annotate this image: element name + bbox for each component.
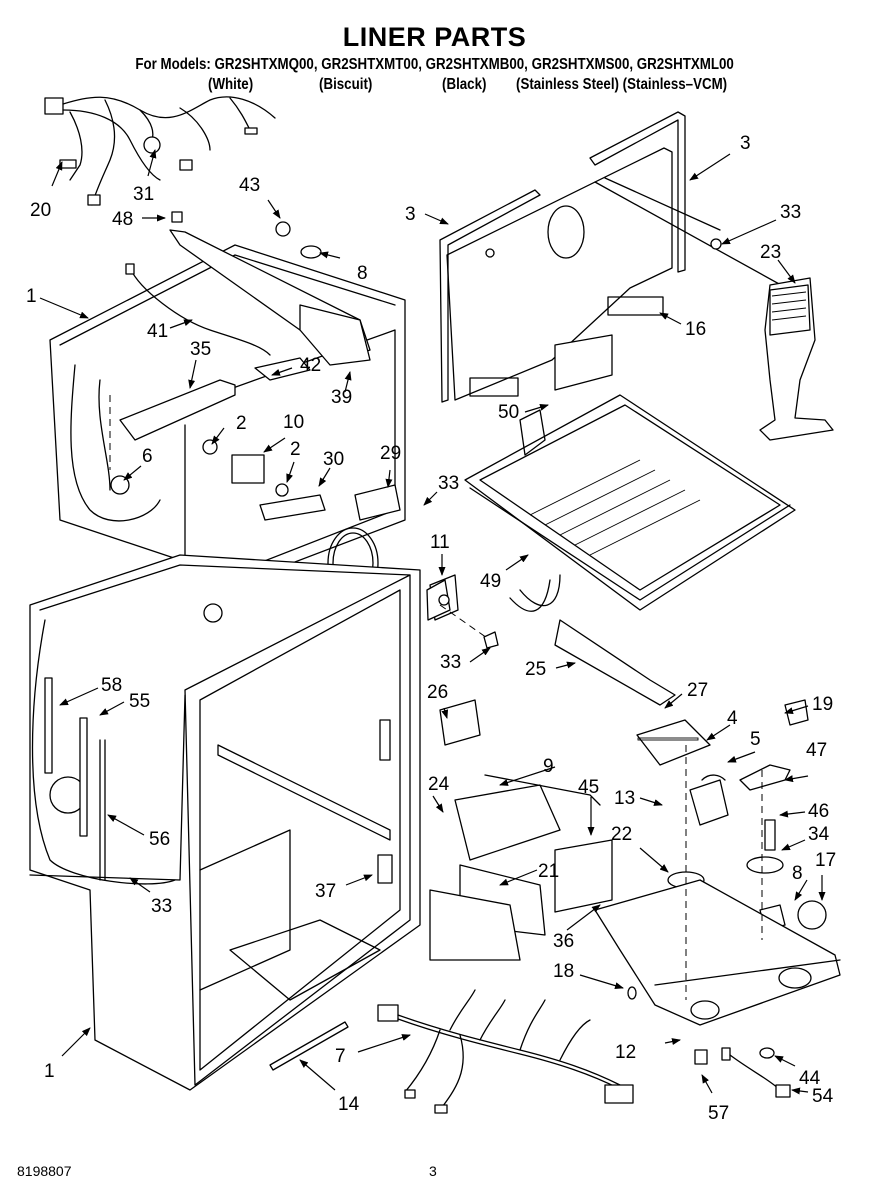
- lower-liner: [29, 554, 421, 1091]
- callout-37: 37: [315, 881, 337, 902]
- page-title: LINER PARTS: [342, 22, 527, 52]
- callout-29: 29: [380, 443, 402, 464]
- callout-8-bottom: 8: [792, 863, 803, 884]
- document-number: 8198807: [17, 1163, 72, 1179]
- callout-27: 27: [687, 680, 709, 701]
- color-biscuit: (Biscuit): [319, 76, 373, 93]
- callout-16: 16: [685, 319, 707, 340]
- callout-43: 43: [239, 175, 261, 196]
- callout-35: 35: [190, 339, 212, 360]
- callout-50: 50: [498, 402, 520, 423]
- callout-39: 39: [331, 387, 353, 408]
- callout-3-right: 3: [740, 133, 751, 154]
- page-number: 3: [429, 1163, 437, 1179]
- shelf-49: [464, 394, 796, 611]
- callout-4: 4: [727, 708, 738, 729]
- callout-34: 34: [808, 824, 830, 845]
- callout-46: 46: [808, 801, 830, 822]
- callout-14: 14: [338, 1094, 360, 1115]
- callout-10: 10: [283, 412, 305, 433]
- upper-liner: [49, 244, 406, 601]
- callout-7: 7: [335, 1046, 346, 1067]
- air-tower-23: [710, 238, 834, 441]
- callout-2-left: 2: [236, 413, 247, 434]
- callout-17: 17: [815, 850, 837, 871]
- color-black: (Black): [442, 76, 487, 93]
- callout-2-right: 2: [290, 439, 301, 460]
- callout-31: 31: [133, 184, 155, 205]
- callout-13: 13: [614, 788, 636, 809]
- callout-45: 45: [578, 777, 600, 798]
- callout-48: 48: [112, 209, 134, 230]
- callout-25: 25: [525, 659, 547, 680]
- fan-blade-11: [426, 579, 499, 649]
- callout-36: 36: [553, 931, 575, 952]
- callout-12: 12: [615, 1042, 637, 1063]
- callout-47: 47: [806, 740, 828, 761]
- callout-9: 9: [543, 756, 554, 777]
- models-line: For Models: GR2SHTXMQ00, GR2SHTXMT00, GR…: [135, 56, 734, 73]
- color-white: (White): [208, 76, 254, 93]
- callout-8-top: 8: [357, 263, 368, 284]
- callout-20: 20: [30, 200, 52, 221]
- callout-arrows: [39, 149, 826, 1095]
- callout-57: 57: [708, 1103, 730, 1124]
- callout-24: 24: [428, 774, 450, 795]
- callout-26: 26: [427, 682, 449, 703]
- color-stainless: (Stainless Steel) (Stainless–VCM): [516, 76, 728, 93]
- light-housing-39: [125, 211, 371, 366]
- callout-30: 30: [323, 449, 345, 470]
- callout-21: 21: [538, 861, 560, 882]
- callout-54: 54: [812, 1086, 834, 1107]
- callout-1-bottom: 1: [44, 1061, 55, 1082]
- callout-55: 55: [129, 691, 151, 712]
- callout-44: 44: [799, 1068, 821, 1089]
- callout-19: 19: [812, 694, 834, 715]
- callout-1-top: 1: [26, 286, 37, 307]
- callout-3-left: 3: [405, 204, 416, 225]
- callout-33-bottom: 33: [151, 896, 173, 917]
- callout-18: 18: [553, 961, 575, 982]
- callout-49: 49: [480, 571, 502, 592]
- callout-5: 5: [750, 729, 761, 750]
- callout-6: 6: [142, 446, 153, 467]
- callout-33-lower: 33: [440, 652, 462, 673]
- callout-41: 41: [147, 321, 169, 342]
- wire-harness-20-31: [44, 96, 276, 206]
- callout-42: 42: [300, 355, 322, 376]
- callout-23: 23: [760, 242, 782, 263]
- callout-33-top: 33: [780, 202, 802, 223]
- callout-58: 58: [101, 675, 123, 696]
- callout-22: 22: [611, 824, 633, 845]
- callout-11: 11: [430, 532, 450, 553]
- dispenser-assembly: [377, 699, 841, 1098]
- callout-56: 56: [149, 829, 171, 850]
- callout-33-mid: 33: [438, 473, 460, 494]
- back-panel-16: [439, 111, 791, 403]
- main-harness-7: [269, 989, 634, 1114]
